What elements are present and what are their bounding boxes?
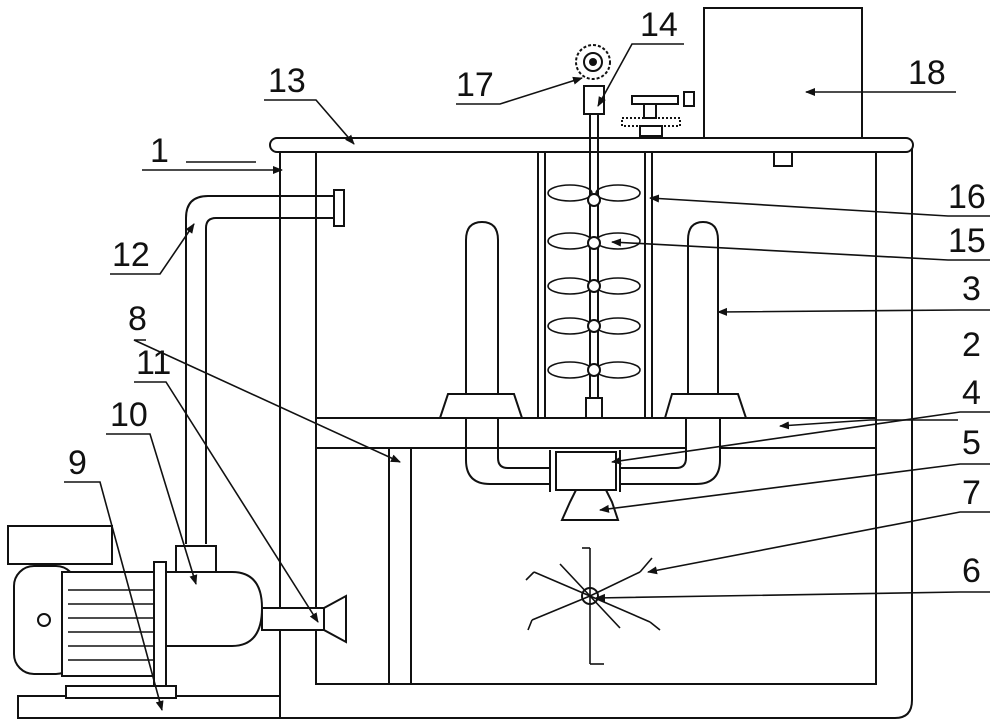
sensor-block [773, 151, 793, 167]
label-7: 7 [962, 474, 981, 512]
tank-lid [269, 137, 914, 153]
control-box [703, 7, 863, 139]
lower-impeller [525, 547, 661, 665]
label-16: 16 [948, 178, 986, 216]
drain-pipe [465, 418, 721, 492]
label-5: 5 [962, 424, 981, 462]
spray-nozzle [560, 489, 620, 521]
filter-screen [388, 447, 412, 685]
top-drive [575, 44, 611, 115]
tank-body [279, 147, 913, 719]
part-labels: 1 2 3 4 5 6 7 8 9 10 11 12 13 14 15 16 1… [68, 6, 986, 590]
label-9: 9 [68, 444, 87, 482]
label-6: 6 [962, 552, 981, 590]
label-10: 10 [110, 396, 148, 434]
label-18: 18 [908, 54, 946, 92]
label-14: 14 [640, 6, 678, 44]
ground-slab [17, 695, 281, 719]
stirring-assembly [537, 112, 653, 419]
label-13: 13 [268, 62, 306, 100]
label-11: 11 [136, 344, 171, 382]
settling-cones [438, 220, 748, 419]
label-3: 3 [962, 270, 981, 308]
label-15: 15 [948, 222, 986, 260]
label-8: 8 [128, 300, 147, 338]
valve-handwheel [621, 91, 695, 137]
label-1: 1 [150, 132, 169, 170]
label-12: 12 [112, 236, 150, 274]
pump-assembly [7, 525, 347, 699]
label-2: 2 [962, 326, 981, 364]
return-pipe [185, 189, 345, 544]
partition-plate [315, 417, 877, 449]
label-17: 17 [456, 66, 494, 104]
leader-lines [64, 43, 990, 711]
label-4: 4 [962, 374, 981, 412]
